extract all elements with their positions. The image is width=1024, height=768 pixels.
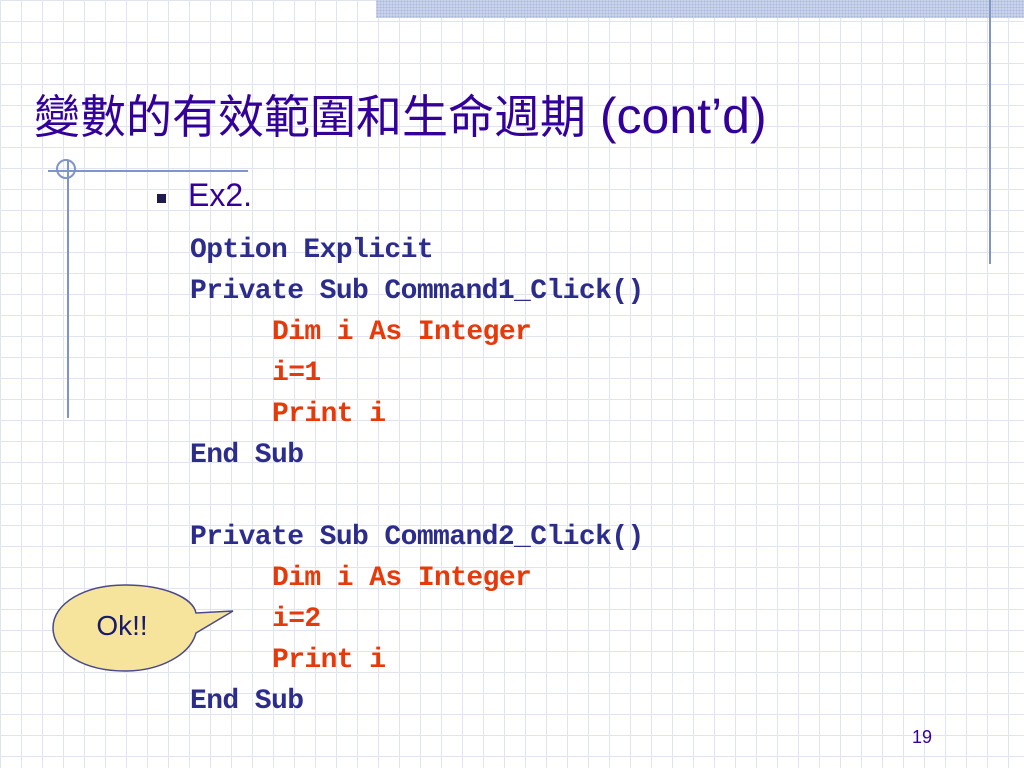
bullet-text: Ex2. xyxy=(188,177,253,213)
crosshair-circle xyxy=(56,159,76,179)
code-line: i=1 xyxy=(272,358,321,389)
bullet-square-icon xyxy=(157,194,166,203)
page-number: 19 xyxy=(912,727,933,747)
title-underline xyxy=(48,170,248,172)
callout-text: Ok!! xyxy=(96,610,148,641)
code-line: Print i xyxy=(272,645,386,676)
slide-title-cjk: 變數的有效範圍和生命週期 xyxy=(34,90,586,144)
right-decor-line xyxy=(989,0,991,264)
left-decor-line xyxy=(67,160,69,418)
callout-shape xyxy=(52,584,234,672)
code-line: End Sub xyxy=(190,440,304,471)
code-line: i=2 xyxy=(272,604,321,635)
slide-title: 變數的有效範圍和生命週期 (cont’d) xyxy=(34,86,767,146)
code-line: Dim i As Integer xyxy=(272,317,532,348)
code-block: Option Explicit Private Sub Command1_Cli… xyxy=(190,230,644,722)
top-decoration-band xyxy=(376,0,1024,18)
code-line: Option Explicit xyxy=(190,235,434,266)
code-line: Private Sub Command2_Click() xyxy=(190,522,644,553)
code-line: Dim i As Integer xyxy=(272,563,532,594)
code-line-blank xyxy=(190,476,644,517)
code-line: End Sub xyxy=(190,686,304,717)
code-line: Print i xyxy=(272,399,386,430)
callout-bubble xyxy=(52,584,234,672)
code-line: Private Sub Command1_Click() xyxy=(190,276,644,307)
slide-title-suffix: (cont’d) xyxy=(586,88,767,144)
